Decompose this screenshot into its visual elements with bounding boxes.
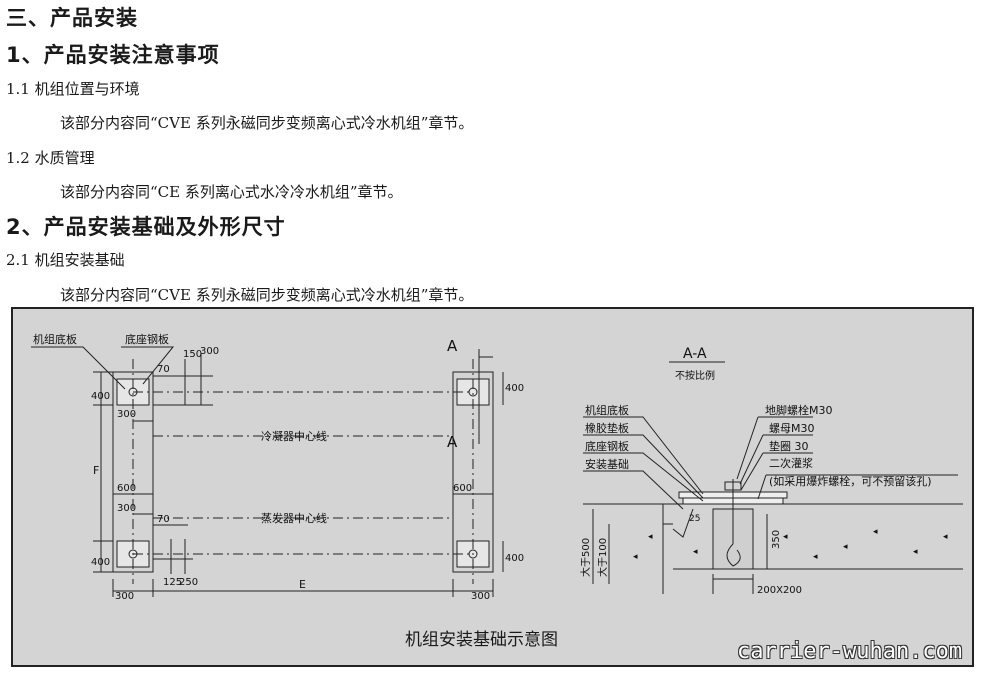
dim-200x200: 200X200 [757,585,802,596]
figure-caption: 机组安装基础示意图 [405,630,558,650]
dim-text: 400 [91,391,110,402]
dim-text: 300 [117,503,136,514]
dim-text: 400 [505,553,524,564]
dim-350: 350 [771,530,782,549]
svg-text:◂: ◂ [843,542,848,552]
paragraph: 该部分内容同“CVE 系列永磁同步变频离心式冷水机组”章节。 [60,114,474,132]
svg-text:◂: ◂ [873,527,878,537]
label-rubber-pad: 橡胶垫板 [585,421,629,435]
dim-text: 150 [183,349,202,360]
right-base-plate [452,371,494,573]
subsection-title: 2.1 机组安装基础 [6,251,125,269]
dim-text: 300 [471,591,490,602]
dim-text: 70 [157,514,170,525]
paragraph: 该部分内容同“CE 系列离心式水冷冷水机组”章节。 [60,183,403,201]
svg-text:◂: ◂ [913,547,918,557]
label-unit-base-plate: 机组底板 [33,332,77,346]
section-mark-top: A [447,337,458,355]
section-mark-mid: A [447,433,458,451]
dim-text: 70 [157,364,170,375]
dim-text: 125 [163,577,182,588]
label-condenser-center: 冷凝器中心线 [261,429,327,443]
svg-text:◂: ◂ [783,532,788,542]
subsection-title: 1.1 机组位置与环境 [6,80,140,98]
dim-text: 250 [179,577,198,588]
svg-text:◂: ◂ [693,547,698,557]
label-evaporator-center: 蒸发器中心线 [261,511,327,525]
dim-f: F [93,464,99,477]
foundation-drawing: ◂◂◂ ◂◂◂ ◂◂◂ 机组底板 底座钢板 冷凝器中心线 蒸发器中心线 A A … [31,332,963,602]
watermark: carrier-wuhan.com [737,639,963,664]
label-seat-steel-plate: 底座钢板 [125,332,169,346]
heading-foundation: 2、产品安装基础及外形尺寸 [6,215,286,239]
dim-text: 600 [117,483,136,494]
svg-text:◂: ◂ [813,552,818,562]
dim-e: E [299,578,306,591]
dim-25: 25 [689,514,700,524]
paragraph: 该部分内容同“CVE 系列永磁同步变频离心式冷水机组”章节。 [60,286,474,304]
dim-text: 400 [505,383,524,394]
section-heading: 三、产品安装 [6,6,138,30]
label-seat-steel-plate-section: 底座钢板 [585,439,629,453]
label-anchor-bolt: 地脚螺栓M30 [765,403,833,417]
label-unit-base-plate-section: 机组底板 [585,403,629,417]
section-subtitle: 不按比例 [675,369,715,382]
label-nut: 螺母M30 [769,422,815,435]
dim-text: 600 [453,483,472,494]
left-base-plate [112,371,154,573]
foundation-figure: ◂◂◂ ◂◂◂ ◂◂◂ 机组底板 底座钢板 冷凝器中心线 蒸发器中心线 A A … [11,307,974,667]
dim-gt500: 大于500 [579,538,592,577]
svg-text:◂: ◂ [648,532,653,542]
dim-text: 300 [200,346,219,357]
subsection-title: 1.2 水质管理 [6,149,95,167]
dim-text: 300 [115,591,134,602]
label-explosion-bolt-note: (如采用爆炸螺栓，可不预留该孔) [769,474,932,488]
dim-text: 300 [117,409,136,420]
svg-text:◂: ◂ [633,552,638,562]
dim-gt100: 大于100 [596,538,609,577]
label-foundation: 安装基础 [585,457,629,471]
section-title: A-A [683,346,707,362]
label-washer: 垫圈 30 [769,439,809,453]
dim-text: 400 [91,557,110,568]
svg-text:◂: ◂ [943,532,948,542]
label-grouting: 二次灌浆 [769,456,813,470]
heading-install-notes: 1、产品安装注意事项 [6,43,220,67]
